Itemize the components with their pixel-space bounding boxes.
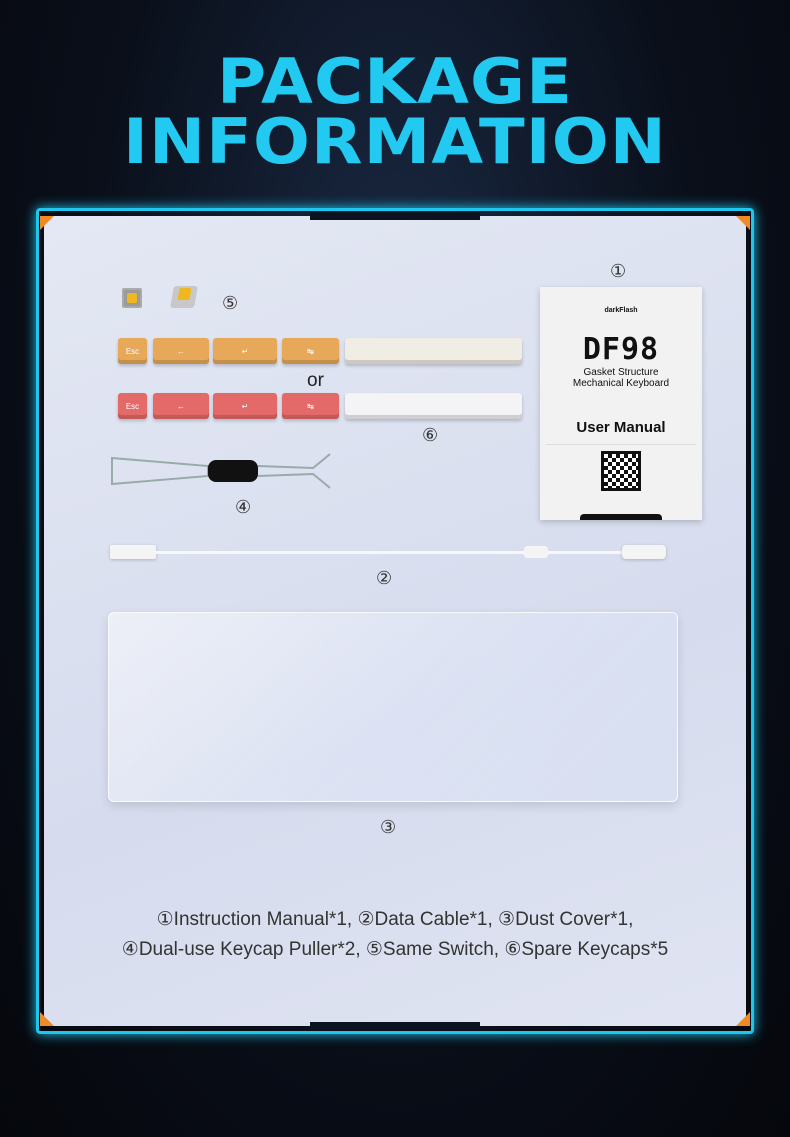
usb-c-plug-icon xyxy=(622,545,666,559)
caption-line-1: ①Instruction Manual*1, ②Data Cable*1, ③D… xyxy=(156,909,634,930)
frame-tab-top xyxy=(310,212,480,220)
keycap-spacebar xyxy=(345,338,522,364)
keycap-left: ← xyxy=(153,393,209,419)
marker-dust-cover: ③ xyxy=(380,817,397,838)
corner-marker-icon xyxy=(736,1012,750,1026)
switch-top-icon xyxy=(122,288,142,308)
manual-title: User Manual xyxy=(546,419,696,445)
keycap-tab: ↹ xyxy=(282,338,339,364)
manual-bottom-tab xyxy=(580,514,662,520)
keycap-enter: ↵ xyxy=(213,393,277,419)
keycap-left: ← xyxy=(153,338,209,364)
qr-code-icon xyxy=(601,451,641,491)
user-manual: darkFlash DF98 Gasket Structure Mechanic… xyxy=(540,287,702,520)
page-title: PACKAGE INFORMATION xyxy=(123,45,667,178)
switch-angled-icon xyxy=(170,286,198,308)
corner-marker-icon xyxy=(736,216,750,230)
or-label: or xyxy=(307,370,324,391)
marker-cable: ② xyxy=(376,568,393,589)
usb-a-plug-icon xyxy=(110,545,156,559)
keycap-spacebar xyxy=(345,393,522,419)
panel-frame xyxy=(36,208,754,1034)
frame-tab-bottom xyxy=(310,1022,480,1030)
corner-marker-icon xyxy=(40,1012,54,1026)
brand-logo: darkFlash xyxy=(604,307,638,314)
cable-clip xyxy=(524,546,548,558)
marker-switch: ⑤ xyxy=(222,293,239,314)
keycap-puller-icon xyxy=(111,453,331,489)
keycap-enter: ↵ xyxy=(213,338,277,364)
dust-cover xyxy=(108,612,678,802)
cable-wire xyxy=(155,551,625,554)
marker-manual: ① xyxy=(610,261,627,282)
corner-marker-icon xyxy=(40,216,54,230)
keycap-esc: Esc xyxy=(118,338,147,364)
marker-puller: ④ xyxy=(235,497,252,518)
caption-line-2: ④Dual-use Keycap Puller*2, ⑤Same Switch,… xyxy=(121,939,669,960)
keycap-esc: Esc xyxy=(118,393,147,419)
keycap-tab: ↹ xyxy=(282,393,339,419)
marker-keycaps: ⑥ xyxy=(422,425,439,446)
model-name: DF98 xyxy=(582,332,660,367)
